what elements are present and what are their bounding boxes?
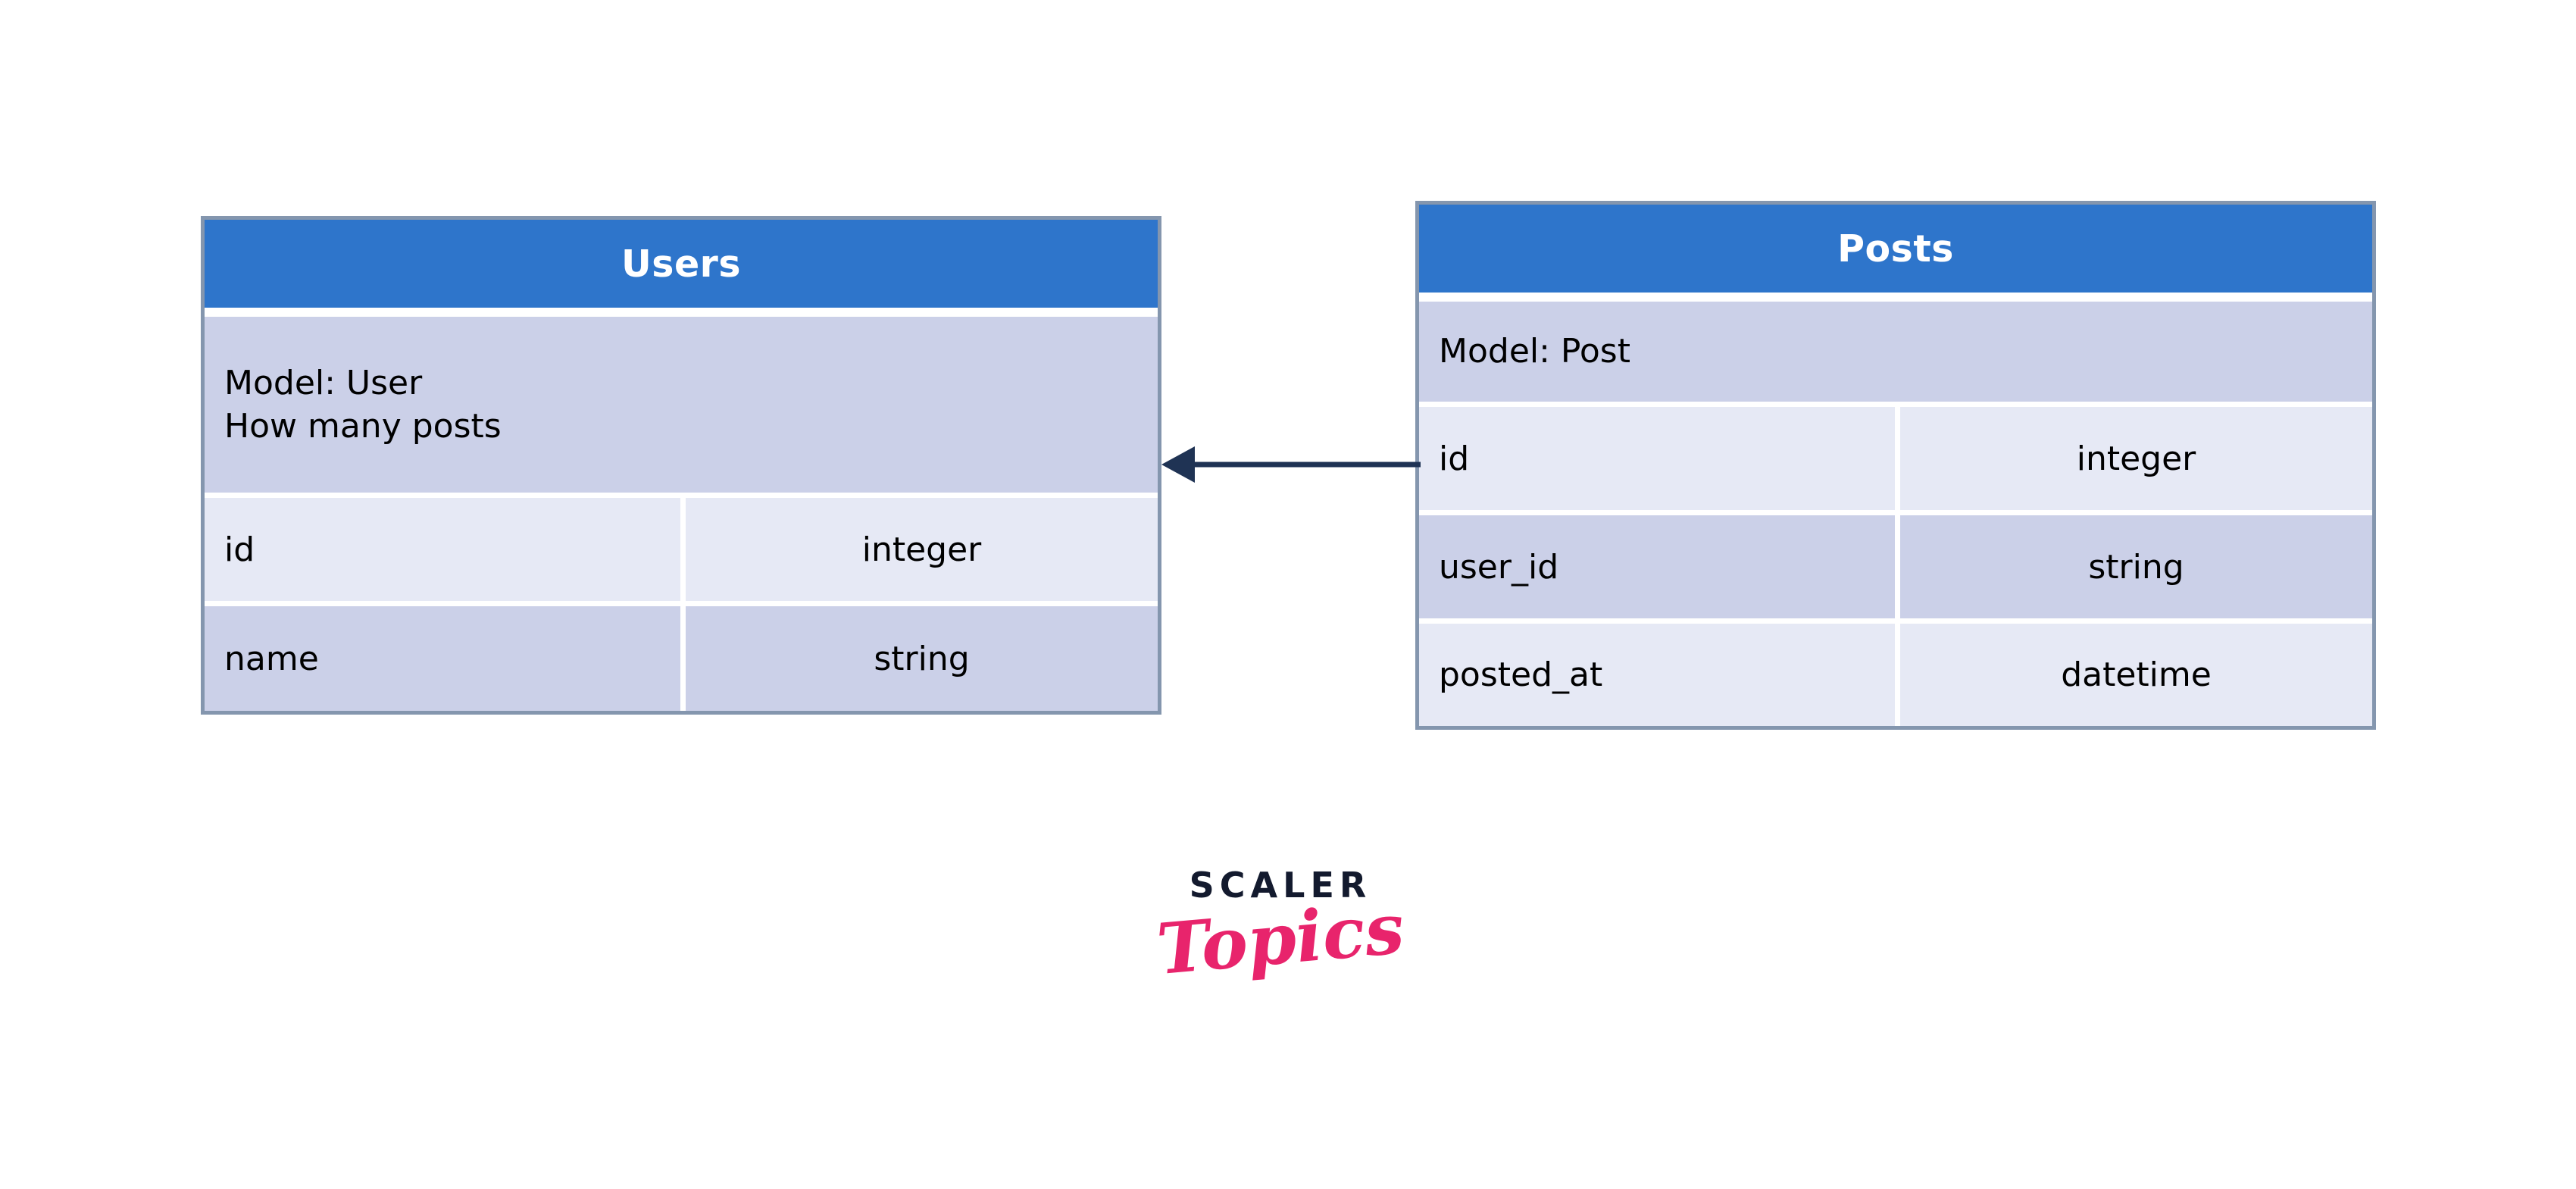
entity-table-users[interactable]: Users Model: User How many posts id inte… xyxy=(201,216,1161,715)
row-divider xyxy=(1419,510,2372,515)
column-divider xyxy=(1895,624,1900,726)
column-type-cell: integer xyxy=(861,530,982,569)
column-type-cell: string xyxy=(874,639,970,678)
logo-brand-text: SCALER xyxy=(1189,865,1372,906)
table-row[interactable]: id integer xyxy=(205,498,1158,601)
column-name-cell: posted_at xyxy=(1439,656,1603,694)
entity-header-posts: Posts xyxy=(1419,205,2372,293)
column-name-cell: name xyxy=(224,639,319,678)
header-divider-posts xyxy=(1419,293,2372,302)
model-label-user: Model: User xyxy=(224,363,423,402)
column-divider xyxy=(680,606,686,711)
entity-table-posts[interactable]: Posts Model: Post id integer user_id str… xyxy=(1415,201,2376,730)
column-name-cell: id xyxy=(224,530,255,569)
table-row[interactable]: posted_at datetime xyxy=(1419,624,2372,726)
table-row[interactable]: id integer xyxy=(1419,407,2372,510)
entity-header-users: Users xyxy=(205,220,1158,308)
logo-product-text: Topics xyxy=(1153,887,1408,991)
column-divider xyxy=(1895,407,1900,510)
entity-note-row-users: Model: User How many posts xyxy=(205,317,1158,493)
model-label-post: Model: Post xyxy=(1439,332,1630,371)
relationship-arrow-posts-to-users xyxy=(1155,433,1428,496)
column-name-cell: user_id xyxy=(1439,547,1559,587)
table-row[interactable]: name string xyxy=(205,606,1158,711)
column-type-cell: string xyxy=(2088,547,2184,587)
column-type-cell: integer xyxy=(2076,439,2196,478)
row-divider xyxy=(1419,402,2372,407)
row-divider xyxy=(1419,618,2372,624)
arrowhead-icon xyxy=(1161,446,1195,483)
note-how-many-posts: How many posts xyxy=(224,407,502,446)
column-name-cell: id xyxy=(1439,439,1470,478)
column-divider xyxy=(680,498,686,601)
scaler-topics-logo: SCALER Topics xyxy=(1154,865,1408,990)
row-divider xyxy=(205,601,1158,606)
header-divider-users xyxy=(205,308,1158,317)
column-type-cell: datetime xyxy=(2061,656,2212,694)
entity-note-row-posts: Model: Post xyxy=(1419,302,2372,402)
table-row[interactable]: user_id string xyxy=(1419,515,2372,618)
row-divider xyxy=(205,493,1158,498)
column-divider xyxy=(1895,515,1900,618)
